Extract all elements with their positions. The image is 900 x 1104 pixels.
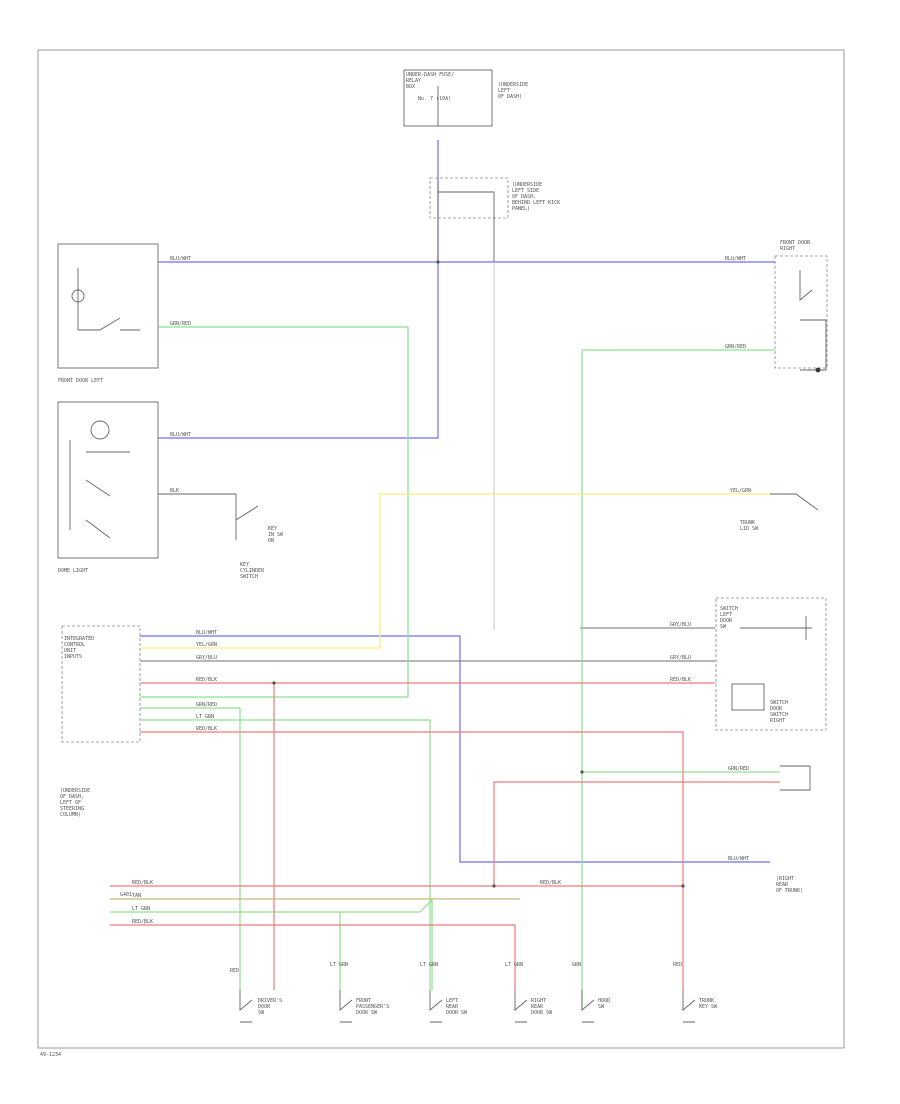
fuse-box: [403, 69, 493, 127]
switch-left-rear-door: [429, 990, 443, 1023]
wire-label-red-mid: RED/BLK: [540, 880, 561, 886]
wire-red-trunk: [140, 731, 684, 990]
wire-label-blue-bottom: BLU/WHT: [728, 856, 749, 862]
ground-symbol: [815, 367, 821, 373]
key-cylinder-body: [731, 683, 765, 711]
wire-label-green-cu: GRN/RED: [196, 702, 217, 708]
wire-label-blue-cu: BLU/WHT: [196, 630, 217, 636]
front-door-right-switch: [799, 270, 827, 371]
junction-dots: [272, 260, 821, 888]
wire-yellow: [140, 493, 770, 649]
switch-driver-door: [239, 990, 253, 1023]
wire-label-green-bottom: LT GRN: [132, 906, 150, 912]
wire-blue-cu: [140, 635, 770, 863]
wire-label-green: GRN/RED: [170, 321, 191, 327]
diagram-frame: [37, 49, 845, 1049]
wire-red-rr: [110, 924, 516, 990]
front-door-left-box: [57, 243, 159, 369]
bottom-switch-wire-2: LT GRN: [420, 962, 438, 968]
front-door-right-box: [774, 255, 828, 369]
dome-light-label: DOME LIGHT: [58, 568, 88, 574]
wire-label-tan: TAN: [132, 893, 141, 899]
wire-red-trunk-lid: [493, 781, 780, 886]
switch-front-passenger-door: [339, 990, 353, 1023]
wire-label-yellow-cu: YEL/GRN: [196, 642, 217, 648]
front-left-label: FRONT DOOR LEFT: [58, 378, 103, 384]
wire-label-blue: BLU/WHT: [170, 256, 191, 262]
key-cylinder-switch: [740, 616, 812, 640]
bottom-switch-wire-4: GRN: [572, 962, 581, 968]
wire-label-green-trunk: GRN/RED: [728, 766, 749, 772]
wire-label-green-right: GRN/RED: [725, 344, 746, 350]
wire-label-blue-right: BLU/WHT: [725, 256, 746, 262]
key-cylinder-box: [715, 597, 827, 731]
junction-lines: [437, 182, 495, 262]
bottom-switch-wire-1: LT GRN: [330, 962, 348, 968]
bottom-switch-wire-5: RED: [673, 962, 682, 968]
wire-label-red-cu: RED/BLK: [196, 677, 217, 683]
wire-green-drv: [140, 707, 241, 990]
wire-label-yellow-trunk: YEL/GRN: [730, 488, 751, 494]
wire-label-red-bottom: RED/BLK: [132, 880, 153, 886]
wire-label-ltgreen-cu: LT GRN: [196, 714, 214, 720]
wire-label-red2-cu: RED/BLK: [196, 726, 217, 732]
wire-label-yellow-dome: BLK: [170, 488, 179, 494]
dome-light-box: [57, 401, 159, 559]
bottom-left-code: 49-1234: [40, 1052, 61, 1058]
switch-right-rear-door: [514, 990, 528, 1023]
trunk-lid-switch: [770, 493, 819, 511]
wire-green-left: [140, 326, 409, 698]
wire-label-red-right: RED/BLK: [670, 677, 691, 683]
bottom-switches: [239, 990, 696, 1023]
junction-block-top: [429, 177, 509, 219]
wire-green-lr: [140, 719, 431, 990]
control-unit-box: [61, 625, 141, 743]
bottom-switch-wire-3: LT GRN: [505, 962, 523, 968]
dome-switch-lines: [69, 440, 130, 539]
trunk-key-switch: [780, 765, 811, 791]
fuse-number: No. 7 (10A): [418, 96, 451, 102]
wire-green-bottom: [110, 898, 433, 990]
ground-label: G401: [120, 892, 132, 898]
wire-blue-dome: [158, 262, 439, 439]
wire-label-blue-dome: BLU/WHT: [170, 432, 191, 438]
switch-trunk-key: [682, 990, 696, 1023]
wire-label-gray-key: GRY/BLU: [670, 622, 691, 628]
key-in-switch: [158, 493, 259, 540]
bottom-switch-wire-0: RED: [230, 968, 239, 974]
switch-hood: [581, 990, 595, 1023]
wire-label-gray-right: GRY/BLU: [670, 655, 691, 661]
door-switch-left-contact: [77, 268, 140, 331]
dome-lamp: [90, 420, 110, 440]
wire-label-gray-cu: GRY/BLU: [196, 655, 217, 661]
wire-label-red3-bottom: RED/BLK: [132, 919, 153, 925]
